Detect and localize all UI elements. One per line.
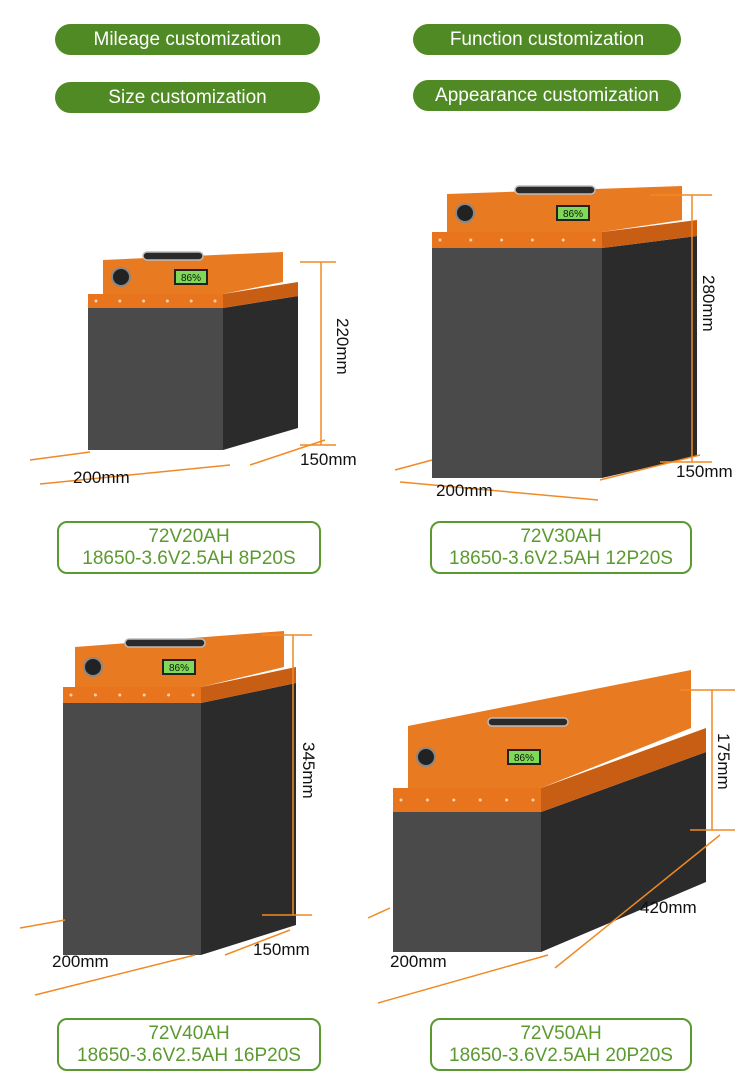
battery-side-face (541, 752, 706, 952)
battery-front-face (432, 248, 602, 478)
width-dimension: 200mm (73, 468, 130, 487)
appearance-customization-button[interactable]: Appearance customization (413, 80, 681, 111)
rivet (500, 238, 504, 242)
rivet (399, 798, 403, 802)
rivet (530, 238, 534, 242)
rivet (438, 238, 442, 242)
cell-configuration: 18650-3.6V2.5AH 16P20S (77, 1045, 301, 1066)
rivet (452, 798, 456, 802)
battery-band (393, 788, 541, 812)
voltage-capacity: 72V20AH (148, 526, 230, 547)
dim-line (29, 451, 91, 461)
rivet (469, 238, 473, 242)
battery-lid (408, 670, 691, 788)
depth-dimension: 150mm (676, 462, 733, 481)
connector-icon (416, 747, 436, 767)
battery-front-face (88, 308, 223, 450)
rivet (118, 693, 122, 697)
mileage-customization-button[interactable]: Mileage customization (55, 24, 320, 55)
rivet (505, 798, 509, 802)
height-dimension: 280mm (699, 275, 718, 332)
width-dimension: 200mm (436, 481, 493, 500)
battery-band-side (223, 282, 298, 308)
connector-icon (111, 267, 131, 287)
rivet (189, 299, 193, 303)
dim-line (377, 954, 549, 1004)
rivet (592, 238, 596, 242)
depth-dimension: 420mm (640, 898, 697, 917)
dim-line (224, 929, 291, 956)
rivet (191, 693, 195, 697)
rivet (425, 798, 429, 802)
connector-icon (83, 657, 103, 677)
voltage-capacity: 72V30AH (520, 526, 602, 547)
cell-configuration: 18650-3.6V2.5AH 8P20S (82, 548, 296, 569)
rivet (213, 299, 217, 303)
battery-front-face (393, 812, 541, 952)
rivet (531, 798, 535, 802)
battery-side-face (201, 683, 296, 955)
depth-dimension: 150mm (253, 940, 310, 959)
cell-configuration: 18650-3.6V2.5AH 20P20S (449, 1045, 673, 1066)
handle-icon (124, 638, 206, 648)
width-dimension: 200mm (52, 952, 109, 971)
height-dimension: 345mm (299, 742, 318, 799)
battery-band (88, 294, 223, 308)
rivet (165, 299, 169, 303)
battery-display (507, 749, 541, 765)
rivet (142, 693, 146, 697)
cell-configuration: 18650-3.6V2.5AH 12P20S (449, 548, 673, 569)
battery-display-percentage: 86% (514, 753, 534, 764)
handle-icon (514, 185, 596, 195)
dim-line (399, 481, 599, 501)
dim-line (554, 834, 721, 969)
battery-display-percentage: 86% (563, 209, 583, 220)
dim-line (19, 919, 66, 929)
dim-line (249, 439, 326, 466)
battery-band (432, 232, 602, 248)
battery-band-side (201, 667, 296, 703)
handle-icon (142, 251, 204, 261)
rivet (118, 299, 122, 303)
function-customization-button[interactable]: Function customization (413, 24, 681, 55)
spec-box: 72V20AH 18650-3.6V2.5AH 8P20S (57, 521, 321, 574)
spec-box: 72V30AH 18650-3.6V2.5AH 12P20S (430, 521, 692, 574)
rivet (69, 693, 73, 697)
voltage-capacity: 72V40AH (148, 1023, 230, 1044)
battery-side-face (223, 296, 298, 450)
battery-display (162, 659, 196, 675)
dim-line (599, 454, 701, 481)
connector-icon (455, 203, 475, 223)
dim-line (34, 954, 196, 996)
dim-line (394, 459, 433, 471)
width-dimension: 200mm (390, 952, 447, 971)
height-dimension: 175mm (714, 733, 733, 790)
height-dimension: 220mm (333, 318, 352, 375)
battery-display (174, 269, 208, 285)
handle-icon (487, 717, 569, 727)
dim-line (39, 464, 231, 485)
rivet (94, 299, 98, 303)
rivet (561, 238, 565, 242)
spec-box: 72V50AH 18650-3.6V2.5AH 20P20S (430, 1018, 692, 1071)
battery-display (556, 205, 590, 221)
depth-dimension: 150mm (300, 450, 357, 469)
rivet (93, 693, 97, 697)
battery-side-face (602, 236, 697, 478)
rivet (167, 693, 171, 697)
rivet (142, 299, 146, 303)
battery-band (63, 687, 201, 703)
battery-display-percentage: 86% (181, 273, 201, 284)
battery-front-face (63, 703, 201, 955)
battery-band-side (541, 728, 706, 812)
voltage-capacity: 72V50AH (520, 1023, 602, 1044)
size-customization-button[interactable]: Size customization (55, 82, 320, 113)
battery-display-percentage: 86% (169, 663, 189, 674)
battery-band-side (602, 220, 697, 248)
rivet (478, 798, 482, 802)
spec-box: 72V40AH 18650-3.6V2.5AH 16P20S (57, 1018, 321, 1071)
dim-line (367, 907, 391, 919)
